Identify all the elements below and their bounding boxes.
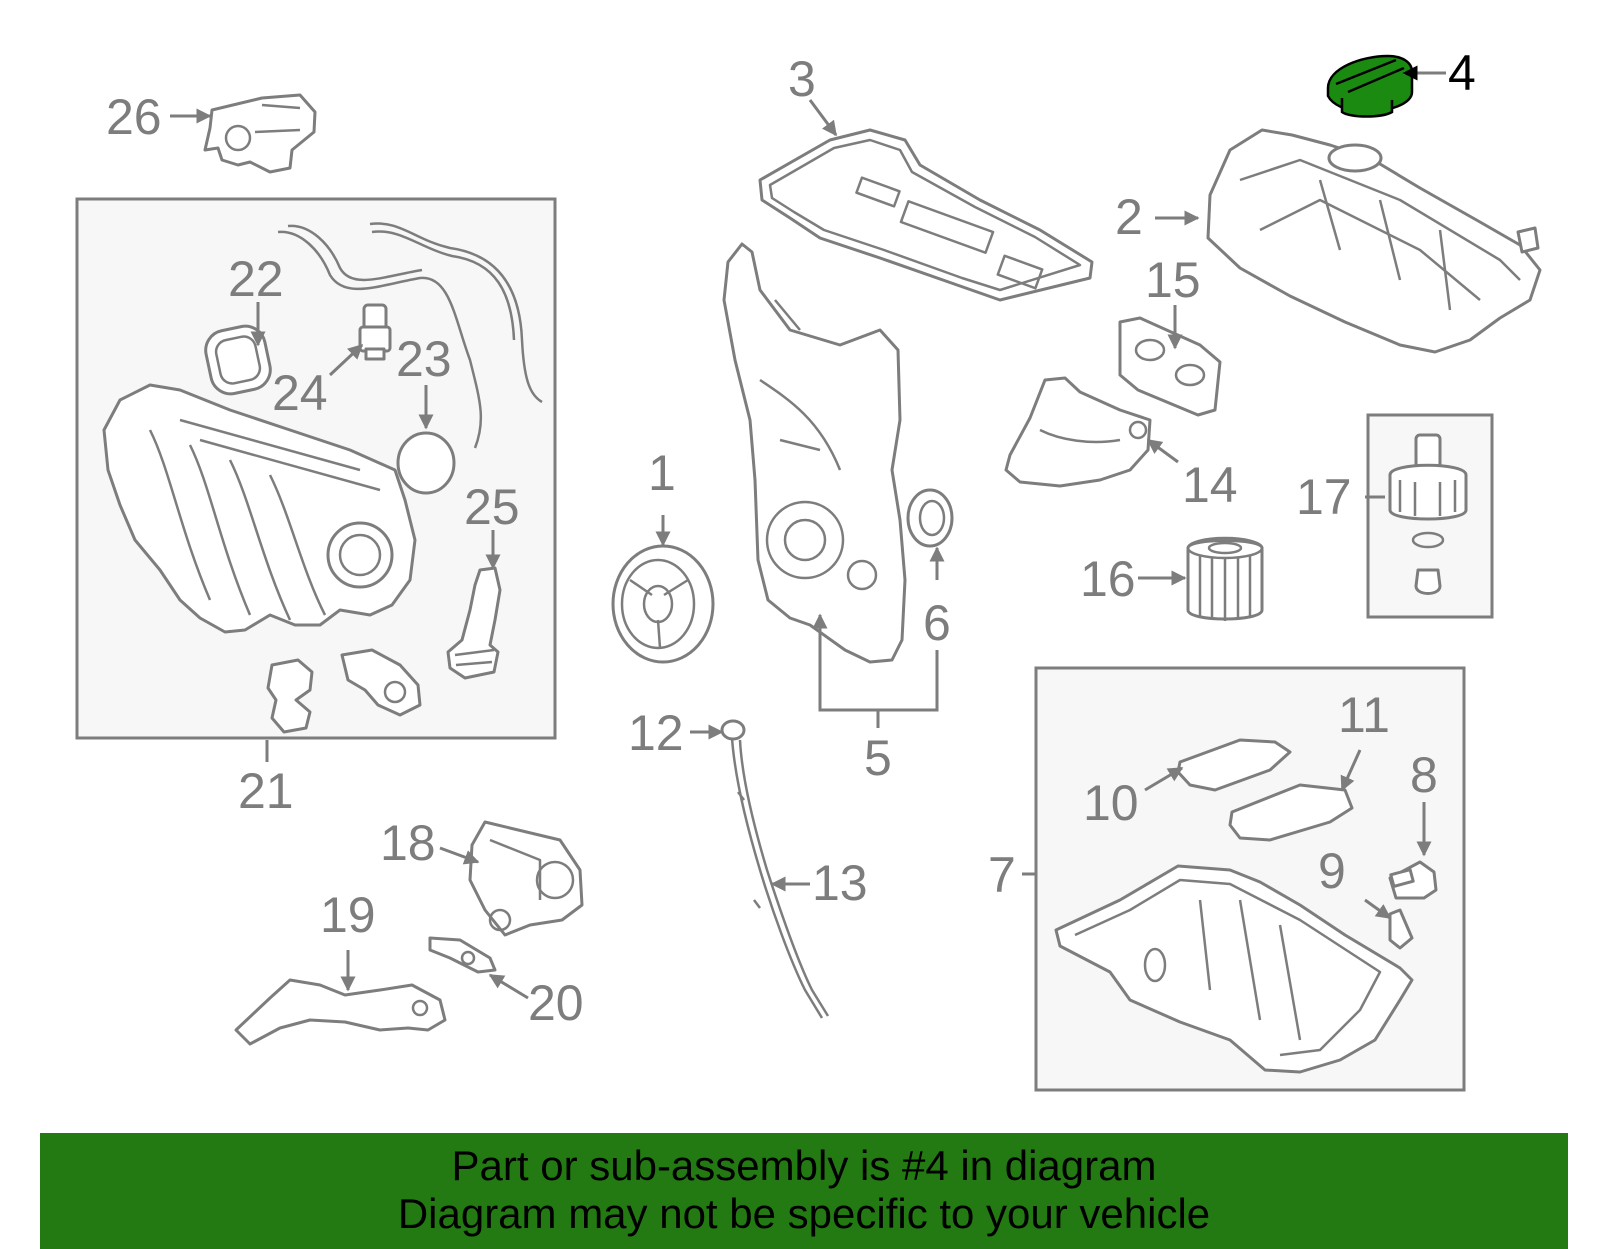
callout-10: 10 [1083, 775, 1139, 831]
part-5-timing-cover[interactable] [722, 242, 907, 664]
part-16-oil-filter[interactable] [1186, 536, 1264, 621]
part-8-drain-plug[interactable] [1388, 860, 1438, 900]
callout-14: 14 [1182, 457, 1238, 513]
part-18-pump[interactable] [468, 820, 584, 937]
part-12-dipstick-handle[interactable] [720, 719, 746, 741]
callout-21: 21 [238, 763, 294, 819]
callout-4: 4 [1448, 45, 1476, 101]
vacuum-hoses [277, 222, 543, 449]
callout-26: 26 [106, 89, 162, 145]
callout-2: 2 [1115, 189, 1143, 245]
part-2-valve-cover[interactable] [1206, 128, 1542, 354]
callout-9: 9 [1318, 843, 1346, 899]
part-23-o-ring[interactable] [396, 431, 456, 495]
callout-1: 1 [648, 445, 676, 501]
callout-22: 22 [228, 251, 284, 307]
callout-16: 16 [1080, 551, 1136, 607]
throttle-body-sensor[interactable] [340, 648, 422, 717]
callout-20: 20 [528, 975, 584, 1031]
callout-labels: 26 22 24 23 25 21 3 2 4 15 14 17 16 1 6 … [106, 45, 1476, 1031]
part-3-valve-cover-gasket[interactable] [758, 128, 1094, 302]
part-1-crankshaft-pulley[interactable] [611, 544, 715, 664]
callout-17: 17 [1296, 469, 1352, 525]
callout-3: 3 [788, 51, 816, 107]
callout-23: 23 [396, 331, 452, 387]
info-banner: Part or sub-assembly is #4 in diagram Di… [40, 1133, 1568, 1249]
part-6-seal[interactable] [906, 488, 954, 548]
callout-25: 25 [464, 479, 520, 535]
callout-19: 19 [320, 887, 376, 943]
callout-8: 8 [1410, 747, 1438, 803]
part-26-engine-mount[interactable] [203, 93, 317, 174]
part-4-oil-filler-cap[interactable] [1326, 54, 1414, 118]
part-14-housing[interactable] [1004, 376, 1152, 488]
callout-12: 12 [628, 705, 684, 761]
part-21-intake-manifold[interactable] [102, 383, 417, 634]
banner-line-1: Part or sub-assembly is #4 in diagram [451, 1142, 1157, 1189]
part-17-oil-filter-housing[interactable] [1388, 433, 1468, 595]
part-7-oil-pan[interactable] [1054, 864, 1414, 1074]
banner-line-2: Diagram may not be specific to your vehi… [397, 1190, 1211, 1237]
leader-lines [170, 65, 1446, 1000]
part-25-sensor[interactable] [446, 566, 502, 680]
part-24-pcv-valve[interactable] [358, 303, 392, 361]
part-9-gasket[interactable] [1388, 908, 1414, 950]
part-15-gasket[interactable] [1118, 316, 1222, 417]
callout-13: 13 [812, 855, 868, 911]
manifold-gaskets[interactable] [266, 658, 314, 734]
callout-7: 7 [988, 847, 1016, 903]
part-20-gasket[interactable] [428, 936, 497, 974]
callout-24: 24 [272, 365, 328, 421]
callout-11: 11 [1338, 687, 1390, 743]
part-13-dipstick-tube[interactable] [730, 737, 830, 1019]
callout-6: 6 [923, 595, 951, 651]
callout-15: 15 [1145, 252, 1201, 308]
callout-5: 5 [864, 730, 892, 786]
callout-18: 18 [380, 815, 436, 871]
part-19-bracket[interactable] [234, 978, 447, 1046]
part-11-baffle[interactable] [1228, 783, 1354, 842]
